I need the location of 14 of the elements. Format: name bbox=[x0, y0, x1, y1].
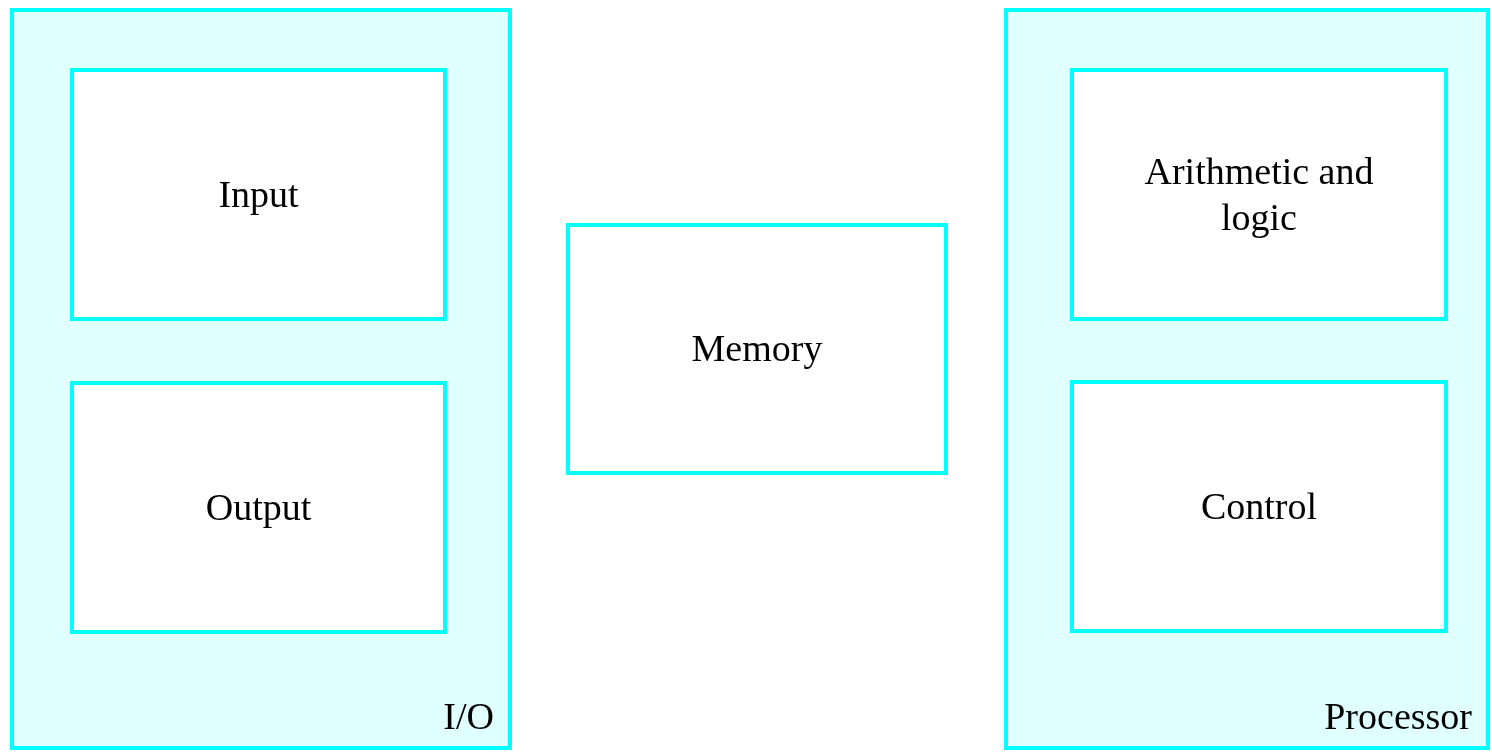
box-label: Memory bbox=[691, 326, 823, 372]
group-label: I/O bbox=[443, 694, 494, 740]
component-box bbox=[1070, 380, 1448, 633]
box-label: Arithmetic and logic bbox=[1144, 148, 1374, 240]
group-panel bbox=[10, 8, 512, 750]
group-label: Processor bbox=[1324, 694, 1472, 740]
component-box bbox=[70, 381, 447, 634]
box-label: Output bbox=[205, 484, 312, 530]
box-label: Input bbox=[218, 171, 299, 217]
box-label: Control bbox=[1200, 483, 1318, 529]
component-box bbox=[1070, 68, 1448, 321]
group-panel bbox=[1004, 8, 1490, 750]
component-box bbox=[70, 68, 447, 321]
component-box bbox=[566, 223, 948, 475]
